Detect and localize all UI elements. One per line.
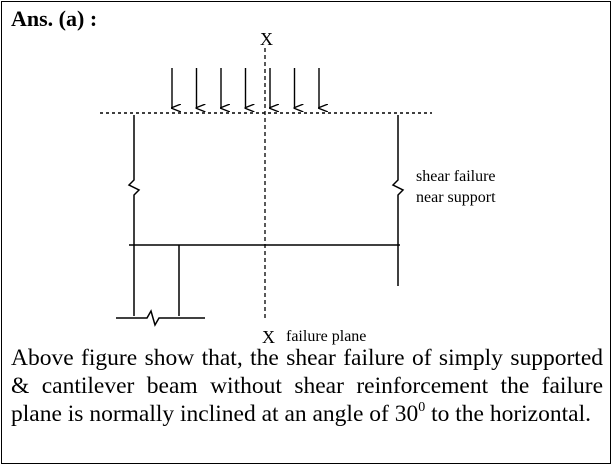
support-failure-label-line1: shear failure (416, 168, 496, 185)
base-break-line (116, 309, 205, 327)
axis-label-top: X (260, 29, 273, 49)
support-failure-label-line2: near support (416, 189, 496, 206)
paragraph-text-end: to the horizontal. (425, 401, 591, 427)
distributed-load-arrows (172, 68, 319, 108)
axis-label-bottom: X (262, 327, 275, 347)
failure-plane-label: failure plane (286, 328, 366, 345)
right-support-crack (391, 115, 405, 286)
left-support-crack (127, 115, 141, 245)
degree-superscript: 0 (418, 400, 426, 416)
paragraph-text: Above figure show that, the shear failur… (11, 345, 603, 427)
answer-heading: Ans. (a) : (11, 6, 98, 31)
explanation-paragraph: Above figure show that, the shear failur… (11, 344, 603, 428)
